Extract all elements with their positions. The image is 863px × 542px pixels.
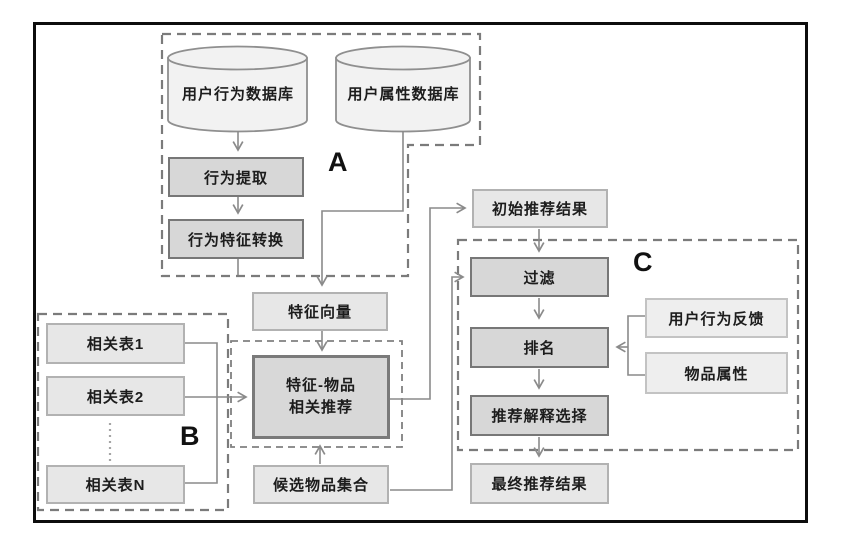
- related-table-n-box: 相关表N: [46, 465, 185, 504]
- connector-related-tables-bus: [183, 342, 218, 484]
- user-behavior-db-cylinder: [167, 45, 308, 133]
- connector-feature-item-to-initial-result: [390, 202, 467, 400]
- connector-candidate-to-filter: [390, 271, 465, 491]
- final-recommendation-result-box: 最终推荐结果: [470, 463, 609, 504]
- ranking-box: 排名: [470, 327, 609, 368]
- group-c-label: C: [633, 247, 653, 277]
- group-c-outline: [456, 238, 800, 452]
- behavior-extraction-box: 行为提取: [168, 157, 304, 197]
- connector-feedback-bus: [627, 315, 645, 376]
- group-b-outline: [36, 312, 230, 512]
- group-b-label: B: [180, 421, 200, 451]
- feature-vector-box: 特征向量: [252, 292, 388, 331]
- explanation-selection-box: 推荐解释选择: [470, 395, 609, 436]
- group-a-outline: [160, 32, 482, 278]
- connector-attribute-db-to-feature-vector: [316, 131, 404, 287]
- user-behavior-feedback-box: 用户行为反馈: [645, 298, 788, 338]
- feature-item-group-outline: [230, 340, 403, 448]
- item-attributes-box: 物品属性: [645, 352, 788, 394]
- feature-item-recommendation-box: 特征-物品 相关推荐: [252, 355, 390, 439]
- user-attribute-db-cylinder: [335, 45, 471, 133]
- user-attribute-db-label: 用户属性数据库: [347, 85, 460, 103]
- user-behavior-db-label: 用户行为数据库: [181, 85, 294, 103]
- initial-recommendation-result-box: 初始推荐结果: [472, 189, 608, 228]
- related-table-1-box: 相关表1: [46, 323, 185, 364]
- filter-box: 过滤: [470, 257, 609, 297]
- related-table-2-box: 相关表2: [46, 376, 185, 416]
- group-a-label: A: [328, 147, 348, 177]
- behavior-feature-conversion-box: 行为特征转换: [168, 219, 304, 259]
- candidate-item-set-box: 候选物品集合: [253, 465, 389, 504]
